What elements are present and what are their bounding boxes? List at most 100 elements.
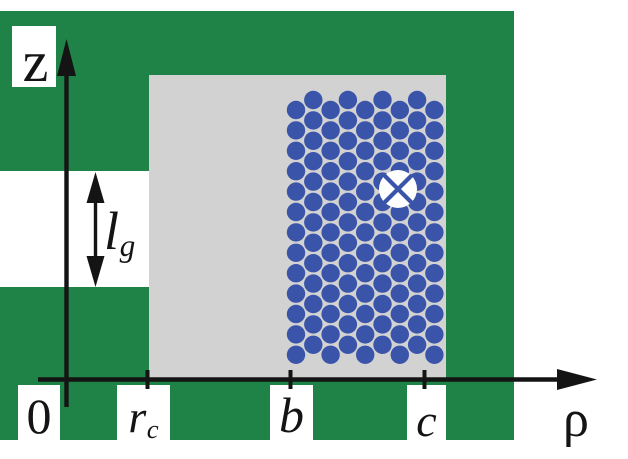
- strand-dot: [390, 325, 409, 344]
- strand-dot: [321, 243, 340, 262]
- strand-lattice: [286, 90, 444, 364]
- strand-dot: [373, 152, 392, 171]
- z-axis: [57, 39, 76, 407]
- strand-dot: [407, 131, 427, 150]
- current-into-page-icon: [379, 170, 417, 208]
- strand-dot: [390, 243, 409, 262]
- rho-axis: [38, 369, 597, 390]
- strand-dot: [425, 162, 444, 181]
- gap-length-arrow: [86, 172, 105, 287]
- strand-dot: [407, 254, 427, 273]
- strand-dot: [356, 223, 375, 242]
- c-label-box: [407, 385, 446, 442]
- strand-dot: [286, 121, 306, 140]
- strand-dot: [321, 182, 340, 201]
- strand-dot: [304, 254, 323, 273]
- rho-axis-label: ρ: [554, 394, 598, 446]
- strand-dot: [286, 182, 306, 201]
- strand-dot: [356, 121, 375, 140]
- strand-dot: [304, 111, 323, 130]
- strand-dot: [407, 213, 427, 232]
- strand-dot: [321, 141, 340, 160]
- strand-dot: [373, 294, 392, 314]
- strand-dot: [338, 192, 358, 212]
- strand-dot: [304, 172, 323, 191]
- strand-dot: [373, 274, 392, 293]
- gap-length-base: l: [104, 201, 120, 261]
- marker-x-stroke: [382, 173, 414, 205]
- inner-radius-label: b: [270, 390, 313, 440]
- strand-dot: [356, 345, 375, 364]
- strand-dot: [304, 131, 323, 150]
- strand-dot: [373, 131, 392, 150]
- b-label-box: [270, 385, 313, 442]
- strand-dot: [390, 141, 409, 160]
- rc-label-box: [117, 385, 170, 442]
- strand-dot: [407, 315, 427, 334]
- strand-dot: [390, 100, 409, 120]
- strand-dot: [356, 100, 375, 120]
- strand-dot: [356, 202, 375, 222]
- strand-dot: [356, 264, 375, 283]
- strand-dot: [356, 141, 375, 160]
- strand-dot: [304, 90, 323, 110]
- strand-dot: [425, 223, 444, 242]
- z-label-box: [12, 26, 56, 87]
- strand-dot: [338, 335, 358, 354]
- strand-dot: [321, 264, 340, 283]
- strand-dot: [321, 121, 340, 140]
- strand-dot: [321, 223, 340, 242]
- core-radius-label: rc: [117, 394, 170, 443]
- strand-dot: [390, 223, 409, 242]
- strand-dot: [425, 284, 444, 303]
- strand-dot: [373, 335, 392, 354]
- strand-dot: [286, 325, 306, 344]
- strand-dot: [286, 141, 306, 160]
- strand-dot: [407, 233, 427, 252]
- strand-dot: [373, 254, 392, 273]
- strand-dot: [338, 90, 358, 110]
- origin-label-text: 0: [26, 388, 52, 444]
- strand-dot: [356, 243, 375, 262]
- strand-dot: [390, 345, 409, 364]
- rho-axis-arrowhead-icon: [557, 369, 597, 390]
- strand-dot: [356, 325, 375, 344]
- outer-radius-label: c: [407, 398, 446, 444]
- origin-label: 0: [18, 391, 60, 441]
- gap-arrowhead-down-icon: [86, 256, 105, 287]
- strand-dot: [286, 345, 306, 364]
- strand-dot: [390, 284, 409, 303]
- strand-dot: [425, 100, 444, 120]
- strand-dot: [390, 264, 409, 283]
- strand-dot: [338, 315, 358, 334]
- strand-dot: [286, 162, 306, 181]
- strand-dot: [407, 111, 427, 130]
- strand-dot: [373, 315, 392, 334]
- strand-dot: [373, 111, 392, 130]
- strand-dot: [338, 274, 358, 293]
- inner-radius-text: b: [279, 387, 304, 443]
- strand-dot: [425, 141, 444, 160]
- strand-dot: [407, 274, 427, 293]
- strand-dot: [425, 345, 444, 364]
- strand-dot: [286, 100, 306, 120]
- strand-dot: [373, 213, 392, 232]
- strand-dot: [286, 304, 306, 324]
- strand-dot: [304, 233, 323, 252]
- strand-dot: [425, 325, 444, 344]
- strand-dot: [407, 152, 427, 171]
- strand-dot: [338, 172, 358, 191]
- strand-dot: [356, 284, 375, 303]
- strand-dot: [321, 284, 340, 303]
- strand-dot: [356, 182, 375, 201]
- strand-dot: [425, 243, 444, 262]
- strand-dot: [425, 121, 444, 140]
- strand-dot: [321, 100, 340, 120]
- strand-dot: [321, 304, 340, 324]
- strand-dot: [338, 254, 358, 273]
- strand-dot: [338, 111, 358, 130]
- strand-dot: [286, 264, 306, 283]
- gap-length-label: lg: [104, 201, 135, 261]
- strand-dot: [304, 335, 323, 354]
